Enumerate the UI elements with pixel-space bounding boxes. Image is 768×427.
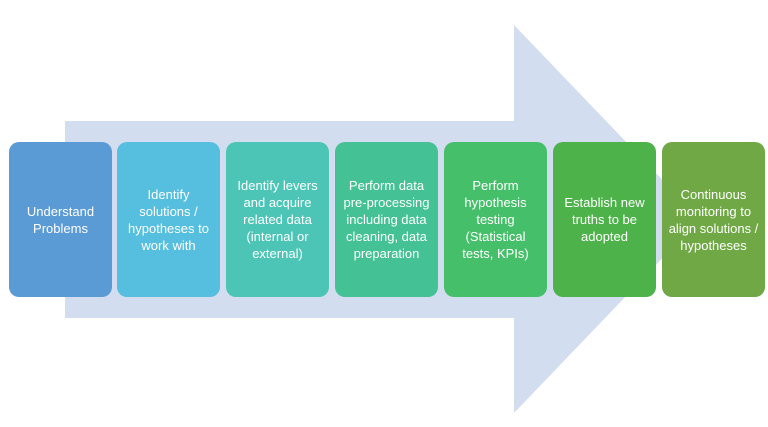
- step-data-preprocessing: Perform data pre-processing including da…: [335, 142, 438, 297]
- step-understand-problems: Understand Problems: [9, 142, 112, 297]
- step-label: Identify levers and acquire related data…: [237, 178, 318, 261]
- step-label: Identify solutions / hypotheses to work …: [128, 186, 209, 253]
- step-acquire-data: Identify levers and acquire related data…: [226, 142, 329, 297]
- step-label: Perform hypothesis testing (Statistical …: [462, 178, 529, 261]
- step-label: Continuous monitoring to align solutions…: [668, 186, 759, 253]
- step-establish-truths: Establish new truths to be adopted: [553, 142, 656, 297]
- step-label: Perform data pre-processing including da…: [343, 178, 430, 261]
- step-continuous-monitoring: Continuous monitoring to align solutions…: [662, 142, 765, 297]
- step-hypothesis-testing: Perform hypothesis testing (Statistical …: [444, 142, 547, 297]
- step-identify-solutions: Identify solutions / hypotheses to work …: [117, 142, 220, 297]
- step-label: Understand Problems: [26, 203, 95, 236]
- step-label: Establish new truths to be adopted: [564, 195, 645, 244]
